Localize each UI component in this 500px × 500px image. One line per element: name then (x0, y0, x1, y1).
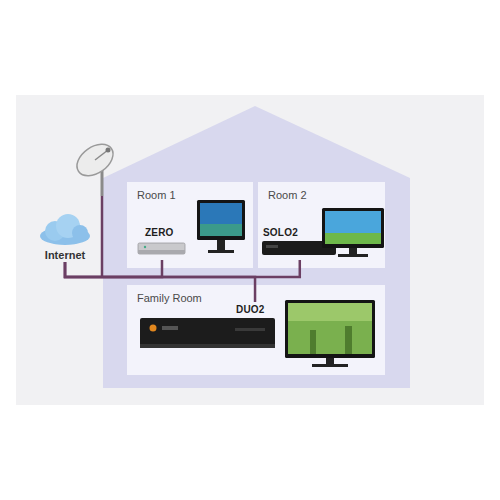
network-cable (65, 260, 300, 277)
television (197, 200, 245, 253)
device-label: DUO2 (236, 304, 274, 315)
cloud-label: Internet (45, 249, 85, 261)
room-label: Room 2 (268, 189, 375, 201)
receiver-box: SOLO2 (260, 226, 338, 260)
receiver-box: ZERO (136, 226, 188, 260)
receiver-box: DUO2 (138, 302, 278, 350)
room-ground (127, 182, 253, 268)
dish-cable (101, 196, 104, 277)
cloud-node: Internet (33, 210, 97, 262)
television (322, 208, 384, 257)
room-label: Family Room (137, 292, 375, 304)
network-cable (65, 260, 162, 277)
device-label: ZERO (145, 227, 184, 238)
device-label: SOLO2 (263, 227, 334, 238)
receiver-duo2 (140, 318, 275, 348)
room-label: Room 1 (137, 189, 243, 201)
room-box: Room 1 ZERO (127, 182, 253, 268)
background-panel (16, 95, 484, 405)
television (285, 300, 375, 367)
receiver-zero (138, 243, 185, 254)
room-box: Family RoomDUO2 (127, 285, 385, 375)
satellite-dish (71, 138, 119, 196)
room-ground (258, 182, 385, 268)
internet-cloud (40, 214, 90, 245)
house-outline (103, 106, 410, 388)
room-box: Room 2 SOLO2 (258, 182, 385, 268)
